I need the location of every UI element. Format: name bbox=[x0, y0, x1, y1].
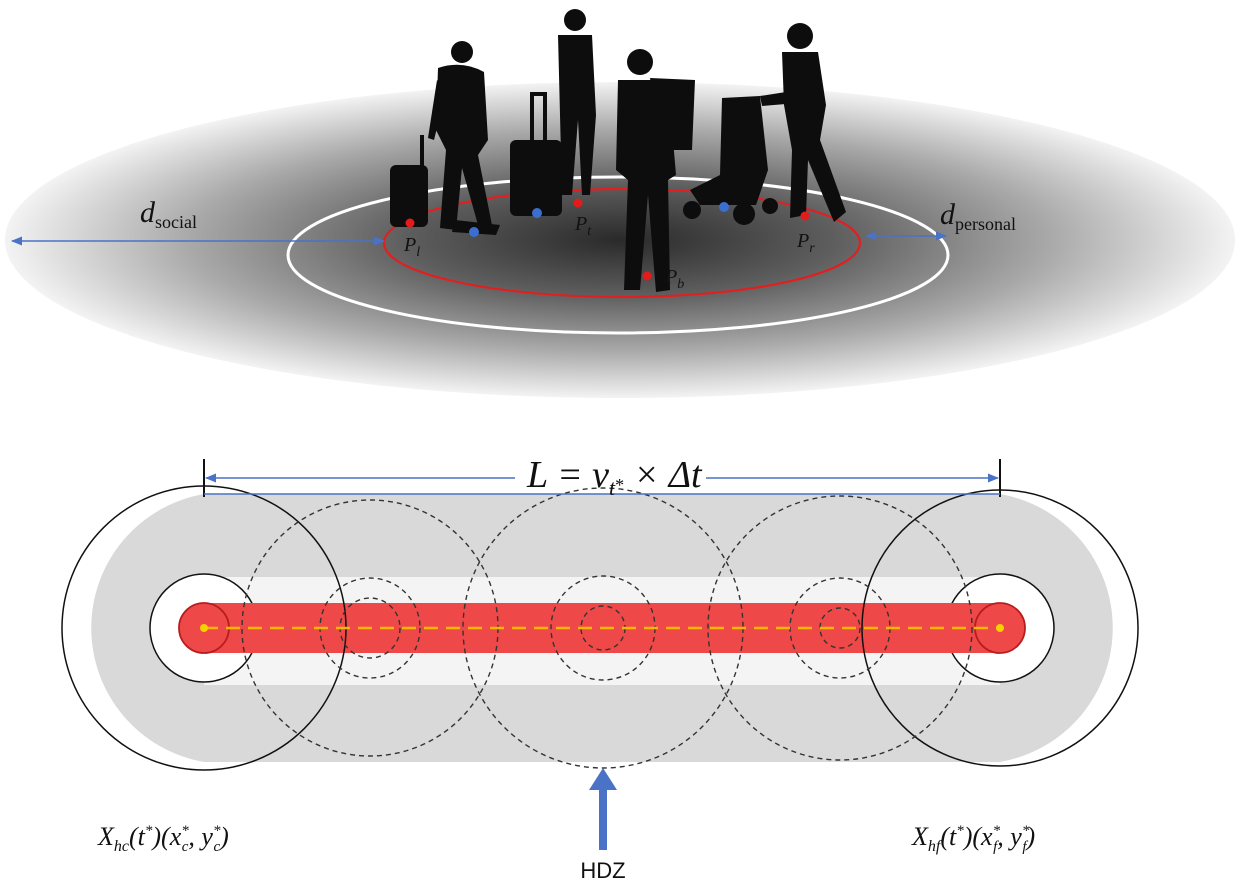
point-p-b-marker bbox=[642, 271, 652, 281]
p-b-label: Pb bbox=[664, 266, 684, 292]
social-space-panel: dsocial dpersonal Pl Pt Pb Pr bbox=[5, 9, 1235, 398]
entity-point-marker bbox=[469, 227, 479, 237]
person-silhouette-left bbox=[428, 41, 500, 235]
p-r-label: Pr bbox=[796, 230, 815, 256]
social-field-gradient bbox=[5, 82, 1235, 398]
person-silhouette-right bbox=[760, 23, 846, 222]
p-l-label: Pl bbox=[403, 234, 420, 260]
entity-point-marker bbox=[719, 202, 729, 212]
suitcase-silhouette-center bbox=[510, 92, 562, 216]
hdz-label: HDZ bbox=[580, 858, 625, 883]
end-point-dot bbox=[996, 624, 1004, 632]
entity-point-marker bbox=[532, 208, 542, 218]
personal-space-ring bbox=[286, 175, 950, 335]
point-p-r-marker bbox=[800, 211, 810, 221]
person-silhouette-back bbox=[558, 9, 596, 195]
pedestrian-group-silhouettes bbox=[390, 9, 846, 292]
suitcase-silhouette-left bbox=[390, 135, 428, 227]
point-p-t-marker bbox=[573, 198, 583, 208]
length-equation: L = vt* × Δt bbox=[526, 454, 703, 500]
p-t-label: Pt bbox=[574, 213, 592, 239]
point-p-l-marker bbox=[405, 218, 415, 228]
start-position-label: Xhc(t*)(x*c, y*c) bbox=[97, 822, 229, 855]
hdz-arrow-head bbox=[589, 768, 617, 790]
hdz-panel: L = vt* × Δt HDZ Xhc(t*)(x*c, y*c) Xhf(t… bbox=[61, 454, 1139, 883]
d-personal-label: dpersonal bbox=[940, 198, 1016, 234]
stroller-silhouette bbox=[683, 96, 778, 225]
start-point-dot bbox=[200, 624, 208, 632]
end-position-label: Xhf(t*)(x*f, y*f) bbox=[911, 822, 1035, 855]
person-silhouette-front bbox=[616, 49, 695, 292]
d-social-label: dsocial bbox=[140, 196, 197, 232]
